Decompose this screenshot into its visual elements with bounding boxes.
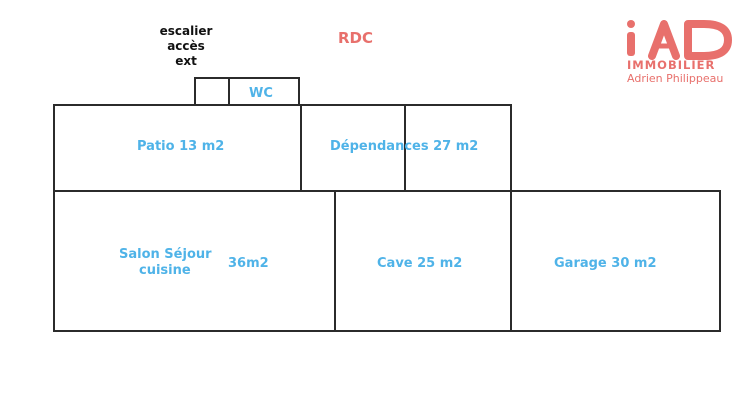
brand-line-agent: Adrien Philippeau [627,72,724,85]
cave-label: Cave 25 m2 [377,256,463,271]
salon-label-line2: cuisine [139,263,191,278]
iad-logo-graphic [627,20,732,60]
garage-label: Garage 30 m2 [554,256,657,271]
brand-line-immobilier: IMMOBILIER [627,58,716,72]
stair-note-line2: accès [167,39,205,53]
salon-area-label: 36m2 [228,256,269,271]
stair-access-note: escalier accès ext [150,24,222,69]
wc-label: WC [249,86,273,101]
room-garage [510,190,721,332]
patio-label: Patio 13 m2 [137,139,225,154]
stair-note-line1: escalier [159,24,213,38]
salon-label-line1: Salon Séjour [119,247,212,262]
dependances-label: Dépendances 27 m2 [330,139,479,154]
stair-box [194,77,230,106]
brand-logo [624,20,736,64]
level-title: RDC [338,29,374,47]
stair-note-line3: ext [175,54,197,68]
